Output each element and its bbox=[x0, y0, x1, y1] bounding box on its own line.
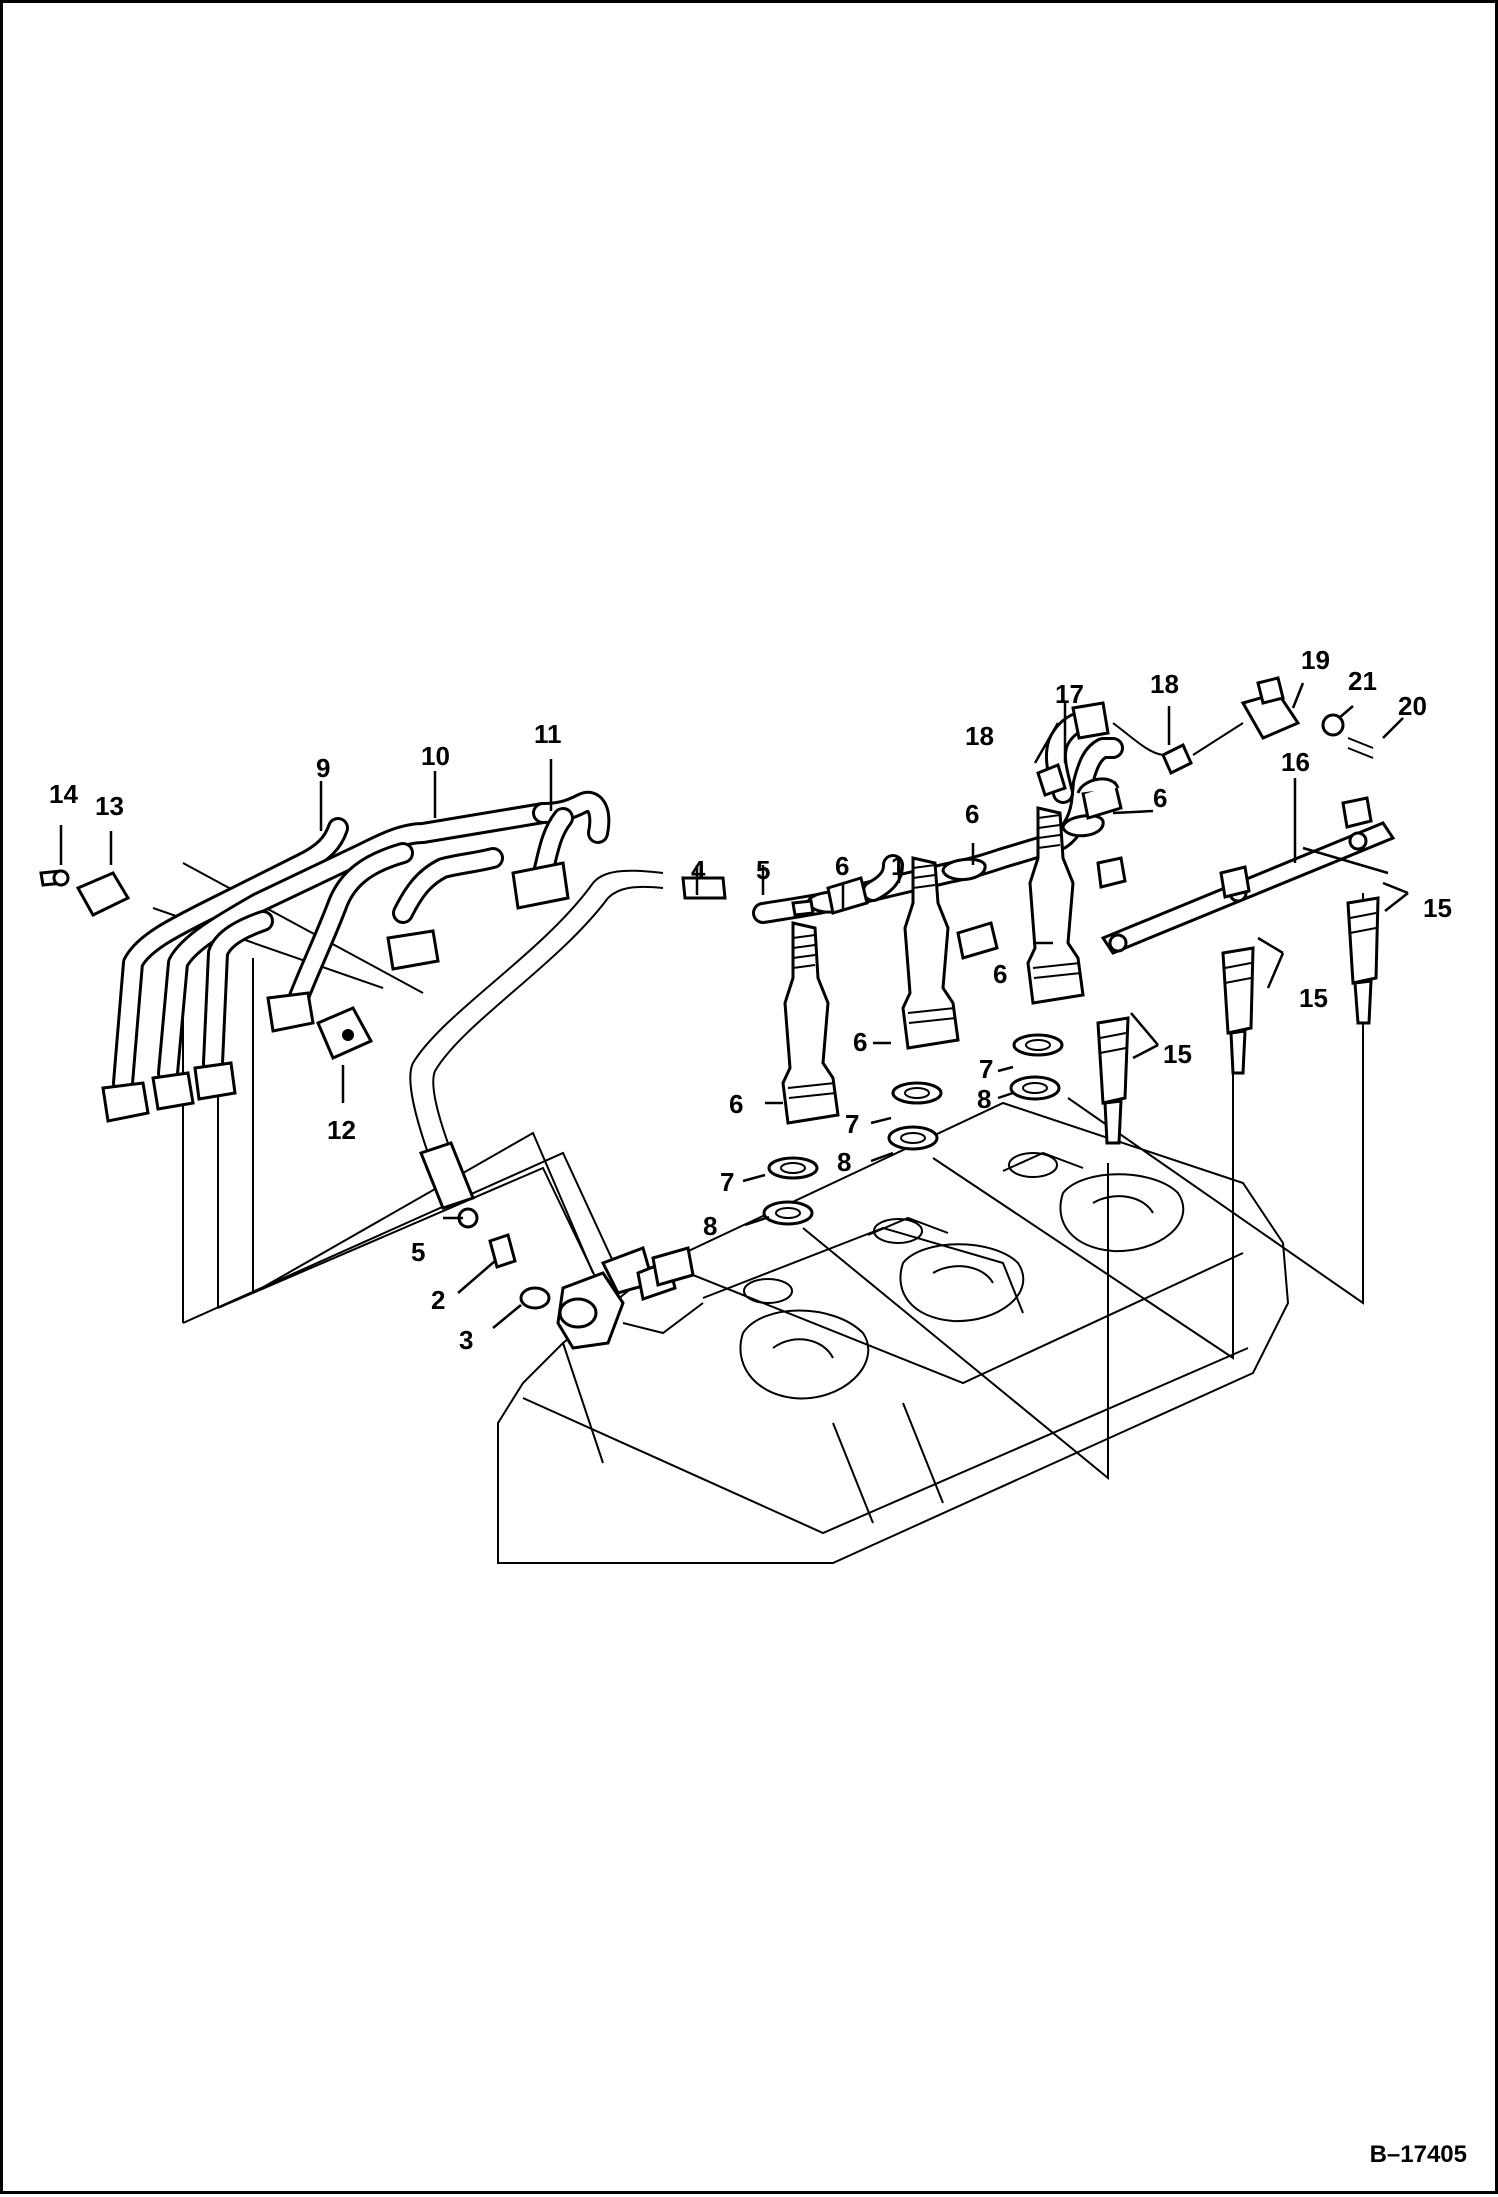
callout-15-lower: 15 bbox=[1163, 1039, 1192, 1069]
callout-3: 3 bbox=[459, 1325, 473, 1355]
callout-7-right: 7 bbox=[979, 1054, 993, 1084]
callout-6-upper-right: 6 bbox=[1153, 783, 1167, 813]
callout-18-left: 18 bbox=[965, 721, 994, 751]
callout-18-right: 18 bbox=[1150, 669, 1179, 699]
injector-washers bbox=[762, 1033, 1064, 1226]
fuel-injection-exploded-view: 14 13 9 10 11 12 4 5 6 1 6 18 17 18 19 2… bbox=[39, 645, 1452, 1564]
callout-19: 19 bbox=[1301, 645, 1330, 675]
callout-17: 17 bbox=[1055, 679, 1084, 709]
callout-10: 10 bbox=[421, 741, 450, 771]
callout-1: 1 bbox=[891, 851, 905, 881]
callout-9: 9 bbox=[316, 753, 330, 783]
injection-lines bbox=[101, 790, 611, 1123]
callout-labels: 14 13 9 10 11 12 4 5 6 1 6 18 17 18 19 2… bbox=[49, 645, 1452, 1355]
callout-16: 16 bbox=[1281, 747, 1310, 777]
callout-14: 14 bbox=[49, 779, 78, 809]
callout-13: 13 bbox=[95, 791, 124, 821]
line-clamp bbox=[39, 869, 374, 1060]
pump-outlet-fittings bbox=[457, 1207, 695, 1350]
callout-6-upper-mid: 6 bbox=[965, 799, 979, 829]
callout-5-upper: 5 bbox=[756, 855, 770, 885]
callout-6-upper-left: 6 bbox=[835, 851, 849, 881]
callout-12: 12 bbox=[327, 1115, 356, 1145]
fuel-injectors bbox=[781, 806, 1085, 1125]
cylinder-head bbox=[497, 1101, 1290, 1564]
callout-2: 2 bbox=[431, 1285, 445, 1315]
callout-11: 11 bbox=[534, 719, 562, 749]
drawing-number: B–17405 bbox=[1369, 2141, 1467, 2168]
return-hose-fittings bbox=[1036, 676, 1374, 804]
callout-6-right: 6 bbox=[993, 959, 1007, 989]
callout-7-mid: 7 bbox=[845, 1109, 859, 1139]
leak-off-pipe bbox=[752, 737, 1124, 924]
callout-21: 21 bbox=[1348, 666, 1377, 696]
glow-plug-assembly bbox=[1096, 796, 1396, 1145]
return-hose bbox=[409, 869, 727, 1210]
callout-15-middle: 15 bbox=[1299, 983, 1328, 1013]
callout-6-mid: 6 bbox=[853, 1027, 867, 1057]
banjo-nuts bbox=[826, 777, 1123, 960]
callout-7-left: 7 bbox=[720, 1167, 734, 1197]
callout-8-left: 8 bbox=[703, 1211, 717, 1241]
callout-8-mid: 8 bbox=[837, 1147, 851, 1177]
callout-4: 4 bbox=[691, 855, 706, 885]
callout-6-left: 6 bbox=[729, 1089, 743, 1119]
callout-8-right: 8 bbox=[977, 1084, 991, 1114]
callout-20: 20 bbox=[1398, 691, 1427, 721]
assembly-guide-lines bbox=[152, 862, 1364, 1481]
leader-lines bbox=[59, 682, 1409, 1329]
callout-5-lower: 5 bbox=[411, 1237, 425, 1267]
callout-15-top-right: 15 bbox=[1423, 893, 1452, 923]
